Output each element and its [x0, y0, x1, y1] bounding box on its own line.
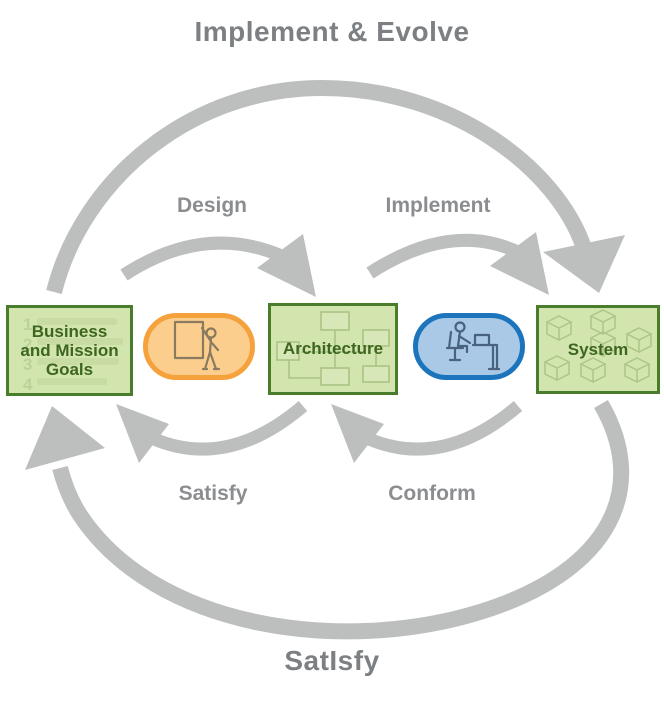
node-business-and-mission-goals: 1 2 3 4 Business and Mission Goals: [6, 305, 133, 396]
svg-text:2: 2: [23, 335, 32, 354]
component-cubes-watermark: [543, 309, 653, 384]
arrow-arcs: [46, 79, 630, 640]
conform-arrowhead: [331, 404, 384, 463]
node-architecture: Architecture: [268, 303, 398, 395]
numbered-list-watermark: 1 2 3 4: [23, 315, 123, 393]
svg-text:3: 3: [23, 355, 32, 374]
satisfy-arrowhead: [116, 404, 169, 463]
system-label: System: [567, 339, 629, 359]
implement-activity-pill: [413, 313, 525, 380]
design-activity-pill: [143, 313, 255, 380]
outer-top-arrowhead: [543, 235, 625, 293]
presenter-at-whiteboard-icon: [173, 320, 221, 371]
implement-arrowhead: [490, 232, 549, 295]
svg-text:1: 1: [23, 315, 32, 334]
bottom-title: SatIsfy: [284, 645, 380, 676]
design-arrow-label: Design: [176, 194, 247, 217]
architecture-label: Architecture: [282, 339, 384, 359]
implement-arrow-label: Implement: [385, 194, 491, 217]
conform-arrow-label: Conform: [388, 482, 476, 505]
node-system: System: [536, 305, 660, 394]
arrow-heads: [25, 232, 625, 470]
top-title: Implement & Evolve: [194, 16, 470, 47]
developer-at-computer-icon: [445, 321, 501, 371]
business-goals-label: Business and Mission Goals: [20, 321, 119, 380]
svg-text:4: 4: [23, 375, 33, 393]
satisfy-arrow-label: Satisfy: [178, 482, 248, 505]
block-diagram-watermark: [276, 311, 390, 386]
outer-bottom-arrowhead: [25, 406, 105, 470]
design-arrowhead: [257, 234, 316, 297]
